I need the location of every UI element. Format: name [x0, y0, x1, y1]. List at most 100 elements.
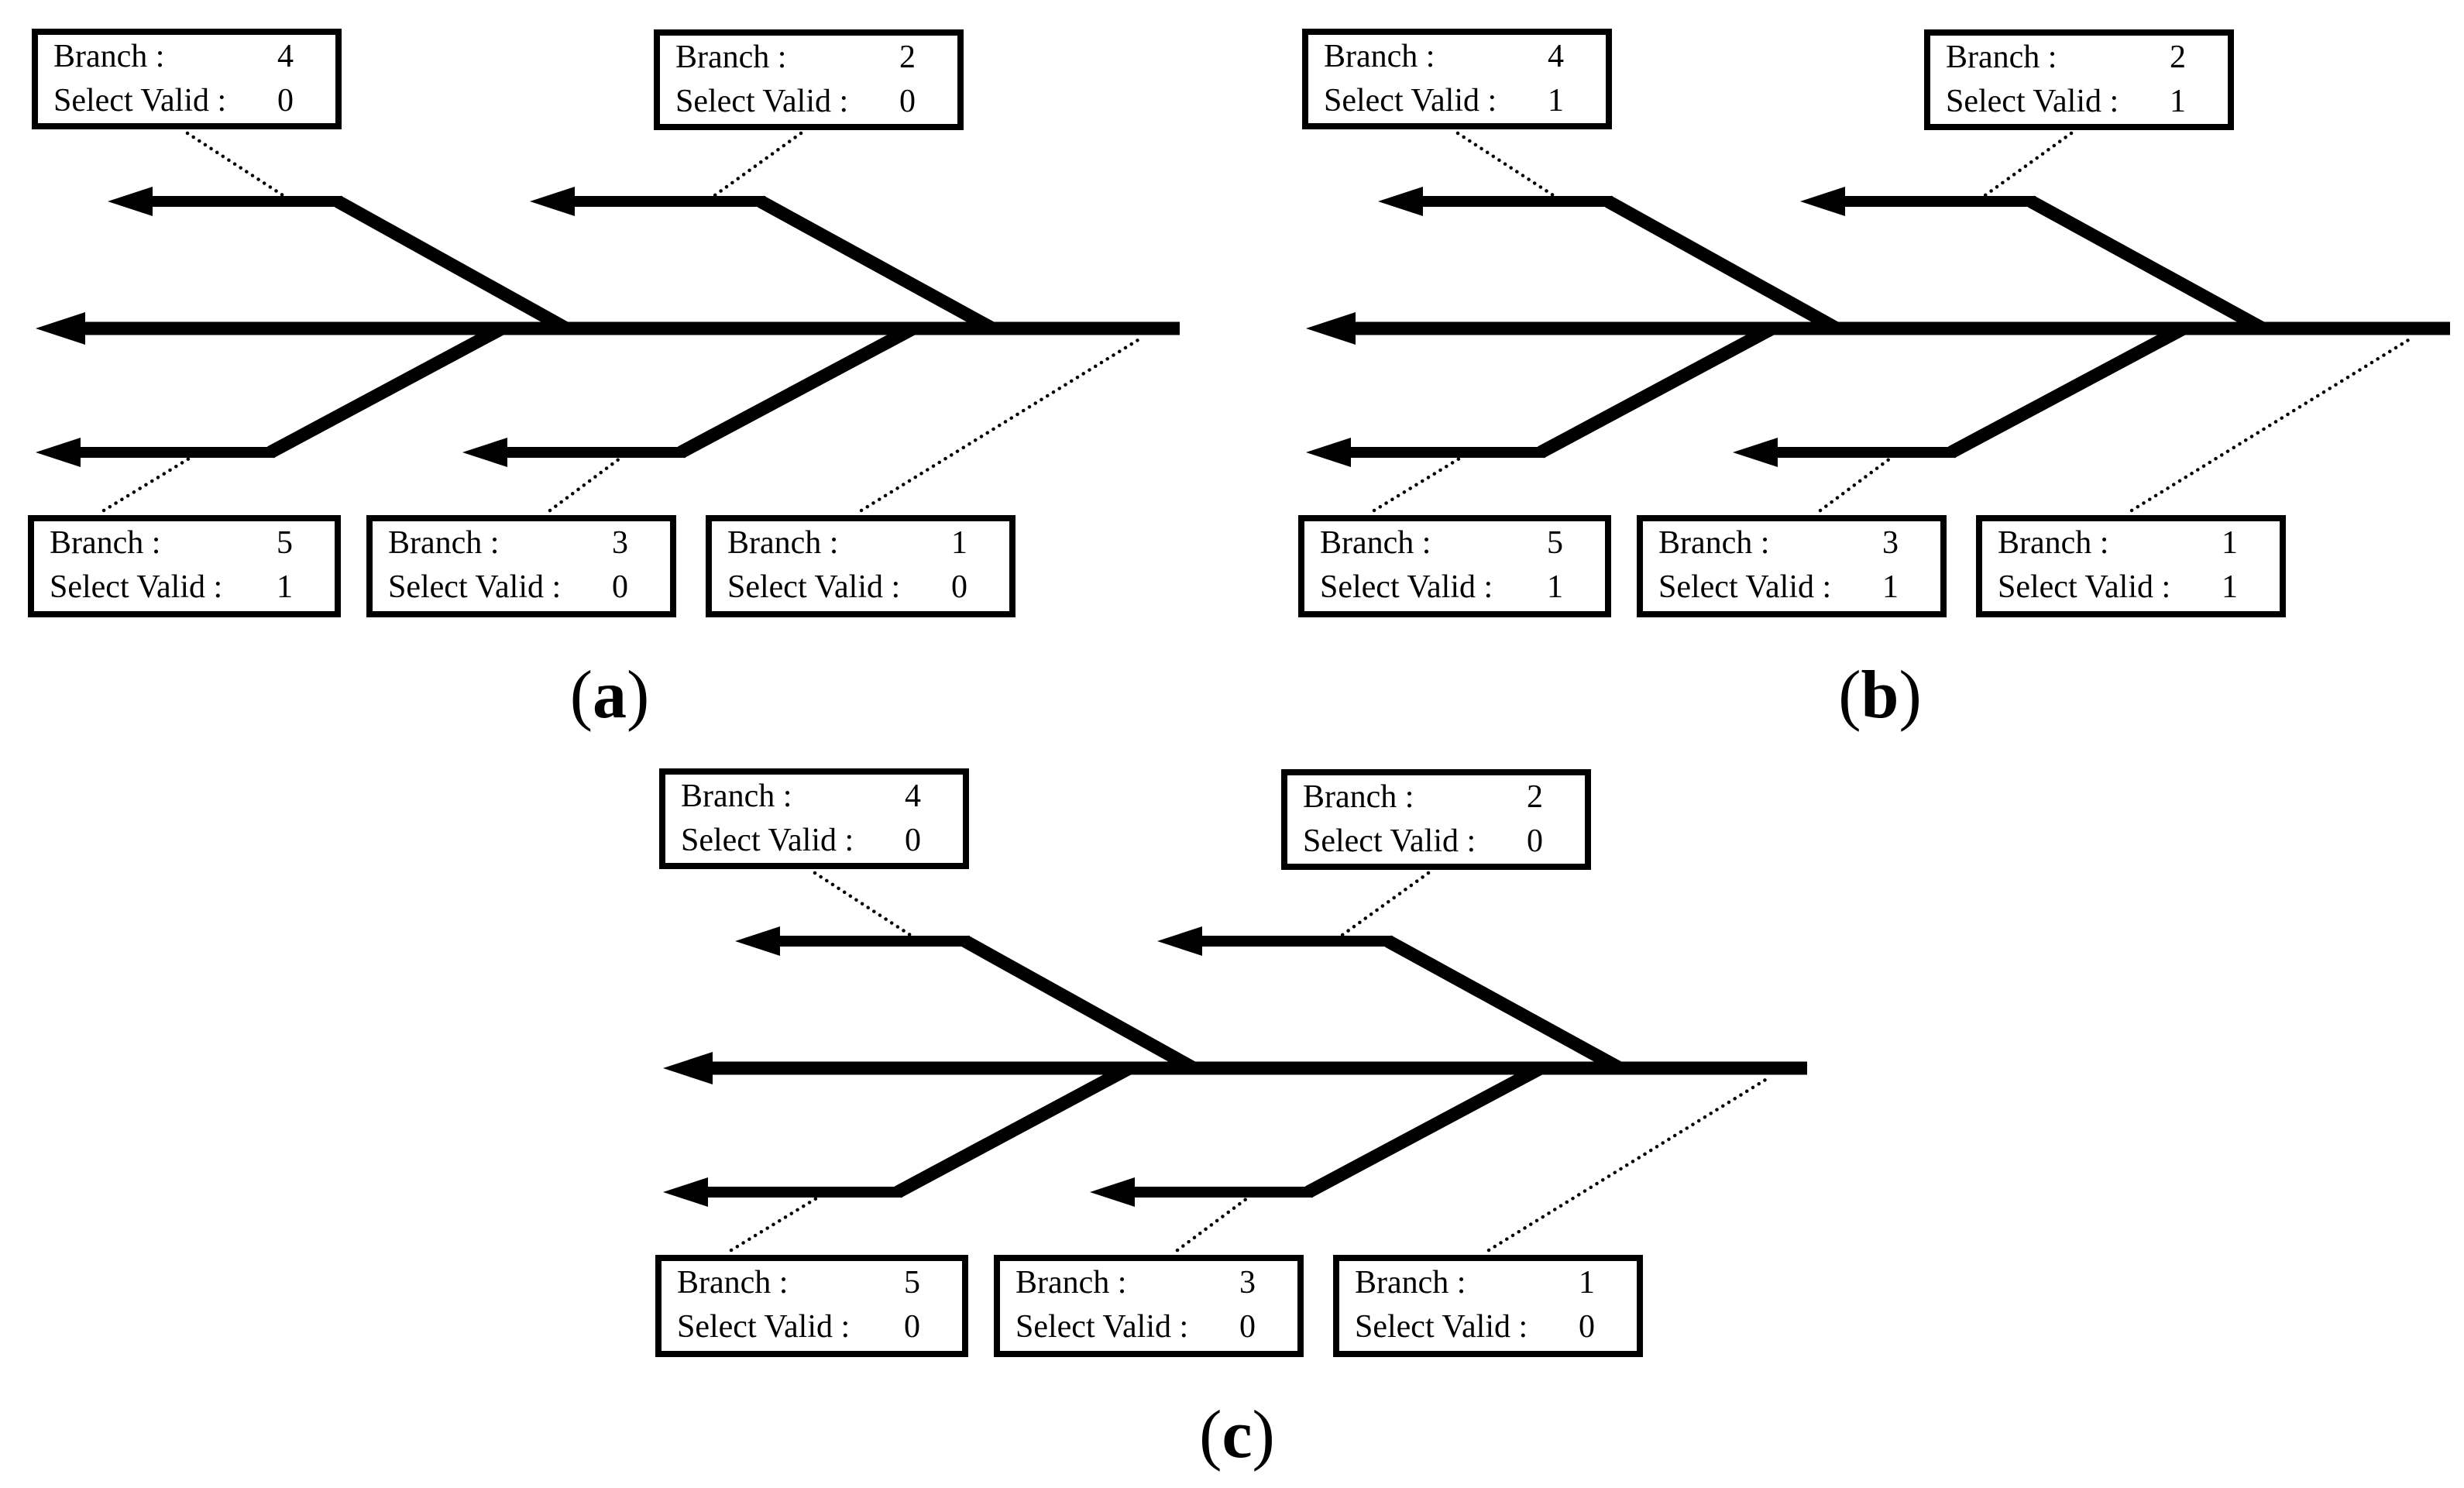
caption-close-paren: )	[627, 658, 650, 733]
select-valid-row: Select Valid :1	[1982, 565, 2280, 610]
leader-branch-1-dotted	[859, 335, 1144, 513]
rib-branch-5-diagonal	[894, 1062, 1133, 1198]
branch-value: 2	[899, 40, 916, 75]
leader-branch-4-dotted	[813, 871, 912, 937]
branch-label: Branch :	[1355, 1265, 1466, 1301]
branch-row: Branch :1	[1982, 521, 2280, 565]
caption-letter: b	[1861, 658, 1899, 733]
select-valid-label: Select Valid :	[1658, 569, 1832, 605]
select-valid-label: Select Valid :	[1946, 84, 2119, 119]
rib-branch-5-diagonal	[1537, 322, 1776, 459]
rib-branch-2-arrowhead-icon	[1157, 926, 1202, 956]
info-box-branch-5: Branch :5 Select Valid : 1	[1298, 515, 1611, 617]
branch-row: Branch :4	[38, 35, 335, 79]
branch-value: 3	[612, 525, 628, 561]
branch-label: Branch :	[675, 40, 787, 75]
branch-label: Branch :	[1303, 779, 1414, 815]
panel-caption-a: (a)	[455, 657, 765, 734]
select-valid-value: 0	[899, 84, 916, 119]
select-valid-value: 0	[612, 569, 628, 605]
rib-branch-4-diagonal	[334, 195, 570, 335]
branch-label: Branch :	[1658, 525, 1770, 561]
caption-open-paren: (	[1838, 658, 1861, 733]
branch-row: Branch :5	[1304, 521, 1605, 565]
select-valid-row: Select Valid :0	[373, 565, 670, 610]
select-valid-value: 0	[277, 83, 294, 119]
branch-value: 4	[277, 39, 294, 74]
rib-branch-4-arrowhead-icon	[735, 926, 780, 956]
branch-row: Branch :5	[662, 1261, 962, 1305]
select-valid-row: Select Valid : 1	[1304, 565, 1605, 610]
select-valid-value: 1	[1548, 83, 1564, 119]
branch-value: 1	[951, 525, 967, 561]
leader-branch-2-dotted	[1983, 131, 2074, 198]
caption-open-paren: (	[569, 658, 593, 733]
rib-branch-4-diagonal	[961, 935, 1198, 1074]
select-valid-label: Select Valid :	[53, 83, 227, 119]
panel-caption-b: (b)	[1725, 657, 2035, 734]
select-valid-row: Select Valid : 0	[1000, 1305, 1297, 1349]
branch-row: Branch : 4	[665, 775, 963, 819]
branch-label: Branch :	[1946, 40, 2057, 75]
info-box-branch-2: Branch :2 Select Valid : 1	[1924, 29, 2234, 130]
branch-value: 5	[1547, 525, 1563, 561]
branch-value: 5	[277, 525, 293, 561]
branch-row: Branch :2	[1930, 36, 2228, 80]
select-valid-value: 1	[2222, 569, 2238, 605]
select-valid-value: 1	[2170, 84, 2186, 119]
branch-row: Branch :4	[1308, 35, 1606, 79]
branch-value: 3	[1882, 525, 1899, 561]
select-valid-label: Select Valid :	[1303, 823, 1476, 859]
select-valid-row: Select Valid :0	[665, 819, 963, 863]
select-valid-label: Select Valid :	[1320, 569, 1493, 605]
select-valid-label: Select Valid :	[681, 823, 854, 858]
spine-arrowhead-icon	[36, 312, 85, 345]
branch-row: Branch :5	[34, 521, 335, 565]
branch-value: 3	[1239, 1265, 1256, 1301]
select-valid-value: 0	[951, 569, 967, 605]
leader-branch-3-dotted	[1818, 456, 1892, 513]
rib-branch-3-diagonal	[1948, 322, 2187, 459]
leader-branch-3-dotted	[1175, 1196, 1249, 1253]
select-valid-value: 0	[1239, 1309, 1256, 1345]
select-valid-value: 1	[1882, 569, 1899, 605]
branch-row: Branch :2	[1287, 775, 1585, 820]
branch-row: Branch :3	[1000, 1261, 1297, 1305]
rib-branch-5-diagonal	[266, 322, 506, 459]
branch-row: Branch : 2	[660, 36, 957, 80]
caption-open-paren: (	[1199, 1397, 1222, 1473]
branch-label: Branch :	[1324, 39, 1435, 74]
fishbone-diagram	[663, 871, 1807, 1253]
select-valid-value: 0	[1579, 1309, 1595, 1345]
branch-label: Branch :	[681, 778, 792, 814]
rib-branch-3-arrowhead-icon	[1090, 1177, 1135, 1207]
select-valid-row: Select Valid : 1	[1643, 565, 1940, 610]
rib-branch-5-arrowhead-icon	[663, 1177, 708, 1207]
branch-label: Branch :	[388, 525, 500, 561]
caption-letter: c	[1222, 1397, 1253, 1473]
select-valid-row: Select Valid :0	[1287, 820, 1585, 864]
select-valid-value: 1	[1547, 569, 1563, 605]
select-valid-row: Select Valid : 0	[38, 79, 335, 123]
leader-branch-3-dotted	[548, 456, 622, 513]
branch-row: Branch :1	[712, 521, 1009, 565]
rib-branch-2-diagonal	[757, 195, 996, 335]
caption-close-paren: )	[1899, 658, 1922, 733]
spine-arrowhead-icon	[663, 1052, 713, 1084]
panel-caption-c: (c)	[1082, 1397, 1392, 1474]
branch-value: 4	[905, 778, 921, 814]
caption-letter: a	[593, 658, 627, 733]
select-valid-label: Select Valid :	[1015, 1309, 1189, 1345]
select-valid-label: Select Valid :	[1355, 1309, 1528, 1345]
rib-branch-3-diagonal	[678, 322, 916, 459]
info-box-branch-4: Branch :4 Select Valid : 0	[32, 29, 342, 129]
leader-branch-1-dotted	[1486, 1075, 1772, 1253]
